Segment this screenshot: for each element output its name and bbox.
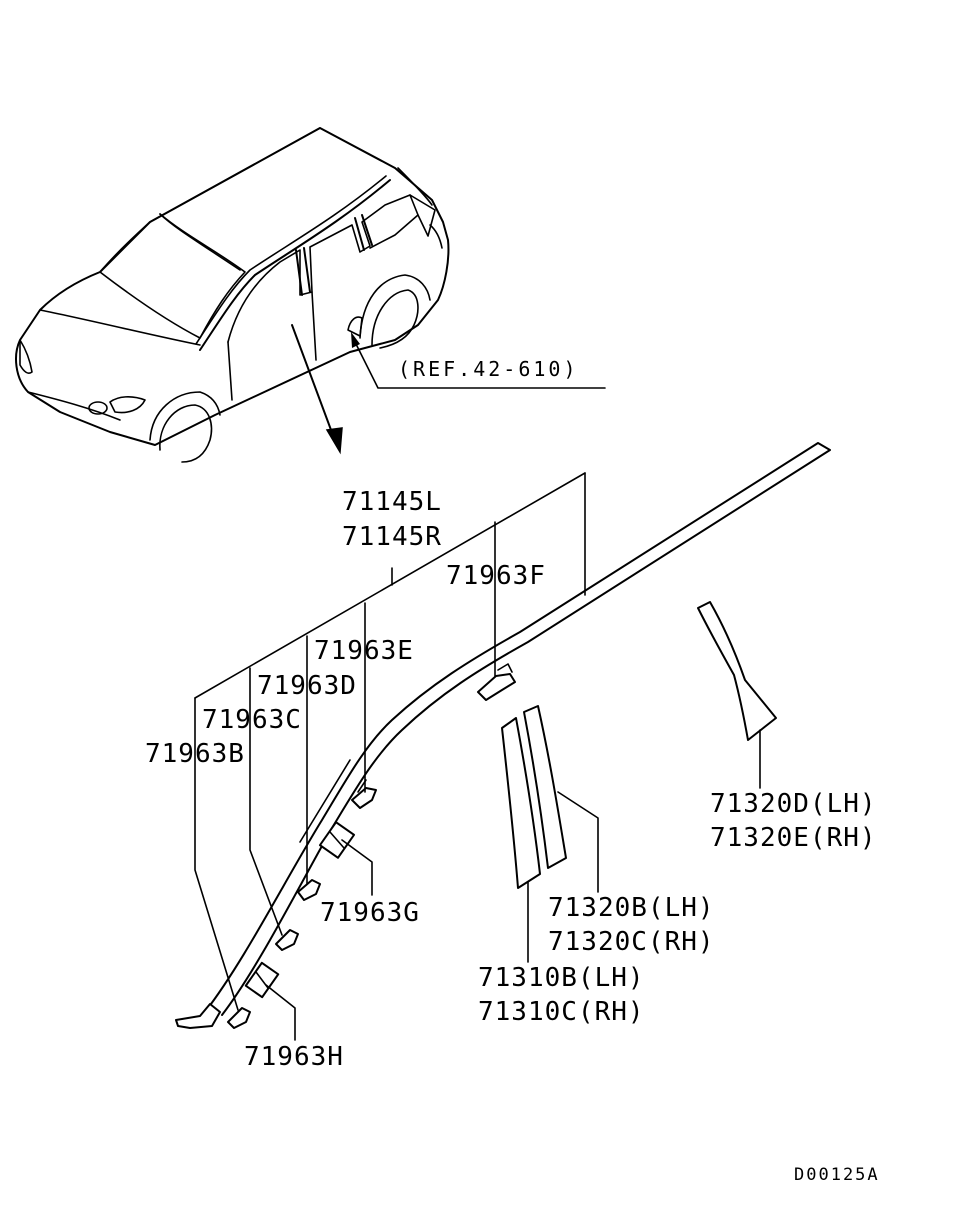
part-label-71320C: 71320C(RH) xyxy=(548,927,715,957)
part-label-71963F: 71963F xyxy=(446,561,546,591)
clips xyxy=(227,663,516,1029)
part-label-71963H: 71963H xyxy=(244,1042,344,1072)
pillar-garnish-71310BC xyxy=(501,717,541,889)
part-label-71320D: 71320D(LH) xyxy=(710,789,877,819)
part-label-71963E: 71963E xyxy=(314,636,414,666)
part-label-71310B: 71310B(LH) xyxy=(478,963,645,993)
part-label-71963C: 71963C xyxy=(202,705,302,735)
leader-71320BC xyxy=(557,791,599,893)
part-label-71145R: 71145R xyxy=(342,522,442,552)
part-label-71310C: 71310C(RH) xyxy=(478,997,645,1027)
vehicle-illustration xyxy=(15,127,450,463)
part-label-71963B: 71963B xyxy=(145,739,245,769)
part-label-71963G: 71963G xyxy=(320,898,420,928)
part-label-71320E: 71320E(RH) xyxy=(710,823,877,853)
pillar-garnish-71320DE xyxy=(697,601,777,741)
leader-bracket-71145 xyxy=(194,472,586,699)
clip-leaders xyxy=(194,521,496,1041)
reference-label: (REF.42-610) xyxy=(398,357,579,381)
pillar-garnish-71320BC xyxy=(523,705,567,869)
part-label-71145L: 71145L xyxy=(342,487,442,517)
diagram-code: D00125A xyxy=(794,1165,880,1185)
reference-leader xyxy=(351,332,606,389)
part-label-71963D: 71963D xyxy=(257,671,357,701)
pointer-arrow xyxy=(291,324,343,455)
part-label-71320B: 71320B(LH) xyxy=(548,893,715,923)
